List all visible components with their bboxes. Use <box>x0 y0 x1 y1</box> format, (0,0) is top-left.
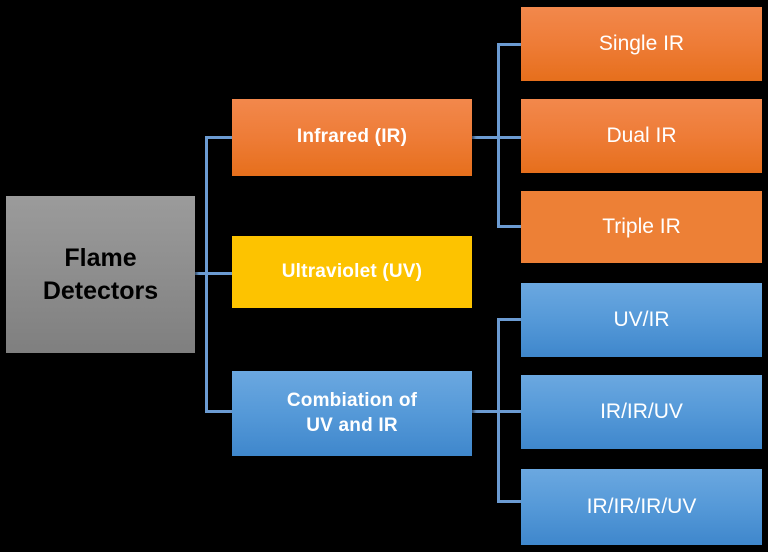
node-flame-detectors[interactable]: Flame Detectors <box>6 196 195 353</box>
connector-infrared-to-dual-ir <box>497 136 523 139</box>
node-single-ir-label: Single IR <box>598 32 685 56</box>
connector-combination-to-uv-ir <box>497 318 523 321</box>
node-infrared[interactable]: Infrared (IR) <box>232 99 472 176</box>
node-infrared-label: Infrared (IR) <box>296 126 408 148</box>
node-single-ir[interactable]: Single IR <box>521 7 762 81</box>
node-combination[interactable]: Combiation of UV and IR <box>232 371 472 456</box>
node-ultraviolet[interactable]: Ultraviolet (UV) <box>232 236 472 308</box>
node-uv-ir-label: UV/IR <box>613 308 670 332</box>
connector-root-stub <box>190 272 208 275</box>
connector-root-to-ultraviolet <box>205 272 235 275</box>
node-ir-ir-ir-uv[interactable]: IR/IR/IR/UV <box>521 469 762 545</box>
node-uv-ir[interactable]: UV/IR <box>521 283 762 357</box>
connector-combination-stub <box>472 410 500 413</box>
node-flame-detectors-label: Flame Detectors <box>42 244 159 305</box>
node-ir-ir-ir-uv-label: IR/IR/IR/UV <box>586 495 697 519</box>
connector-infrared-stub <box>472 136 500 139</box>
node-triple-ir-label: Triple IR <box>602 215 681 239</box>
connector-infrared-trunk <box>497 43 500 228</box>
connector-root-to-infrared <box>205 136 235 139</box>
node-ultraviolet-label: Ultraviolet (UV) <box>281 260 423 282</box>
node-combination-label: Combiation of UV and IR <box>286 389 418 436</box>
connector-infrared-to-single-ir <box>497 43 523 46</box>
connector-infrared-to-triple-ir <box>497 225 523 228</box>
node-dual-ir-label: Dual IR <box>606 124 677 148</box>
connector-root-to-combination <box>205 410 235 413</box>
node-triple-ir[interactable]: Triple IR <box>521 191 762 263</box>
node-dual-ir[interactable]: Dual IR <box>521 99 762 173</box>
connector-combination-to-ir-ir-ir-uv <box>497 500 523 503</box>
node-ir-ir-uv[interactable]: IR/IR/UV <box>521 375 762 449</box>
node-ir-ir-uv-label: IR/IR/UV <box>600 400 683 424</box>
connector-combination-to-ir-ir-uv <box>497 410 523 413</box>
